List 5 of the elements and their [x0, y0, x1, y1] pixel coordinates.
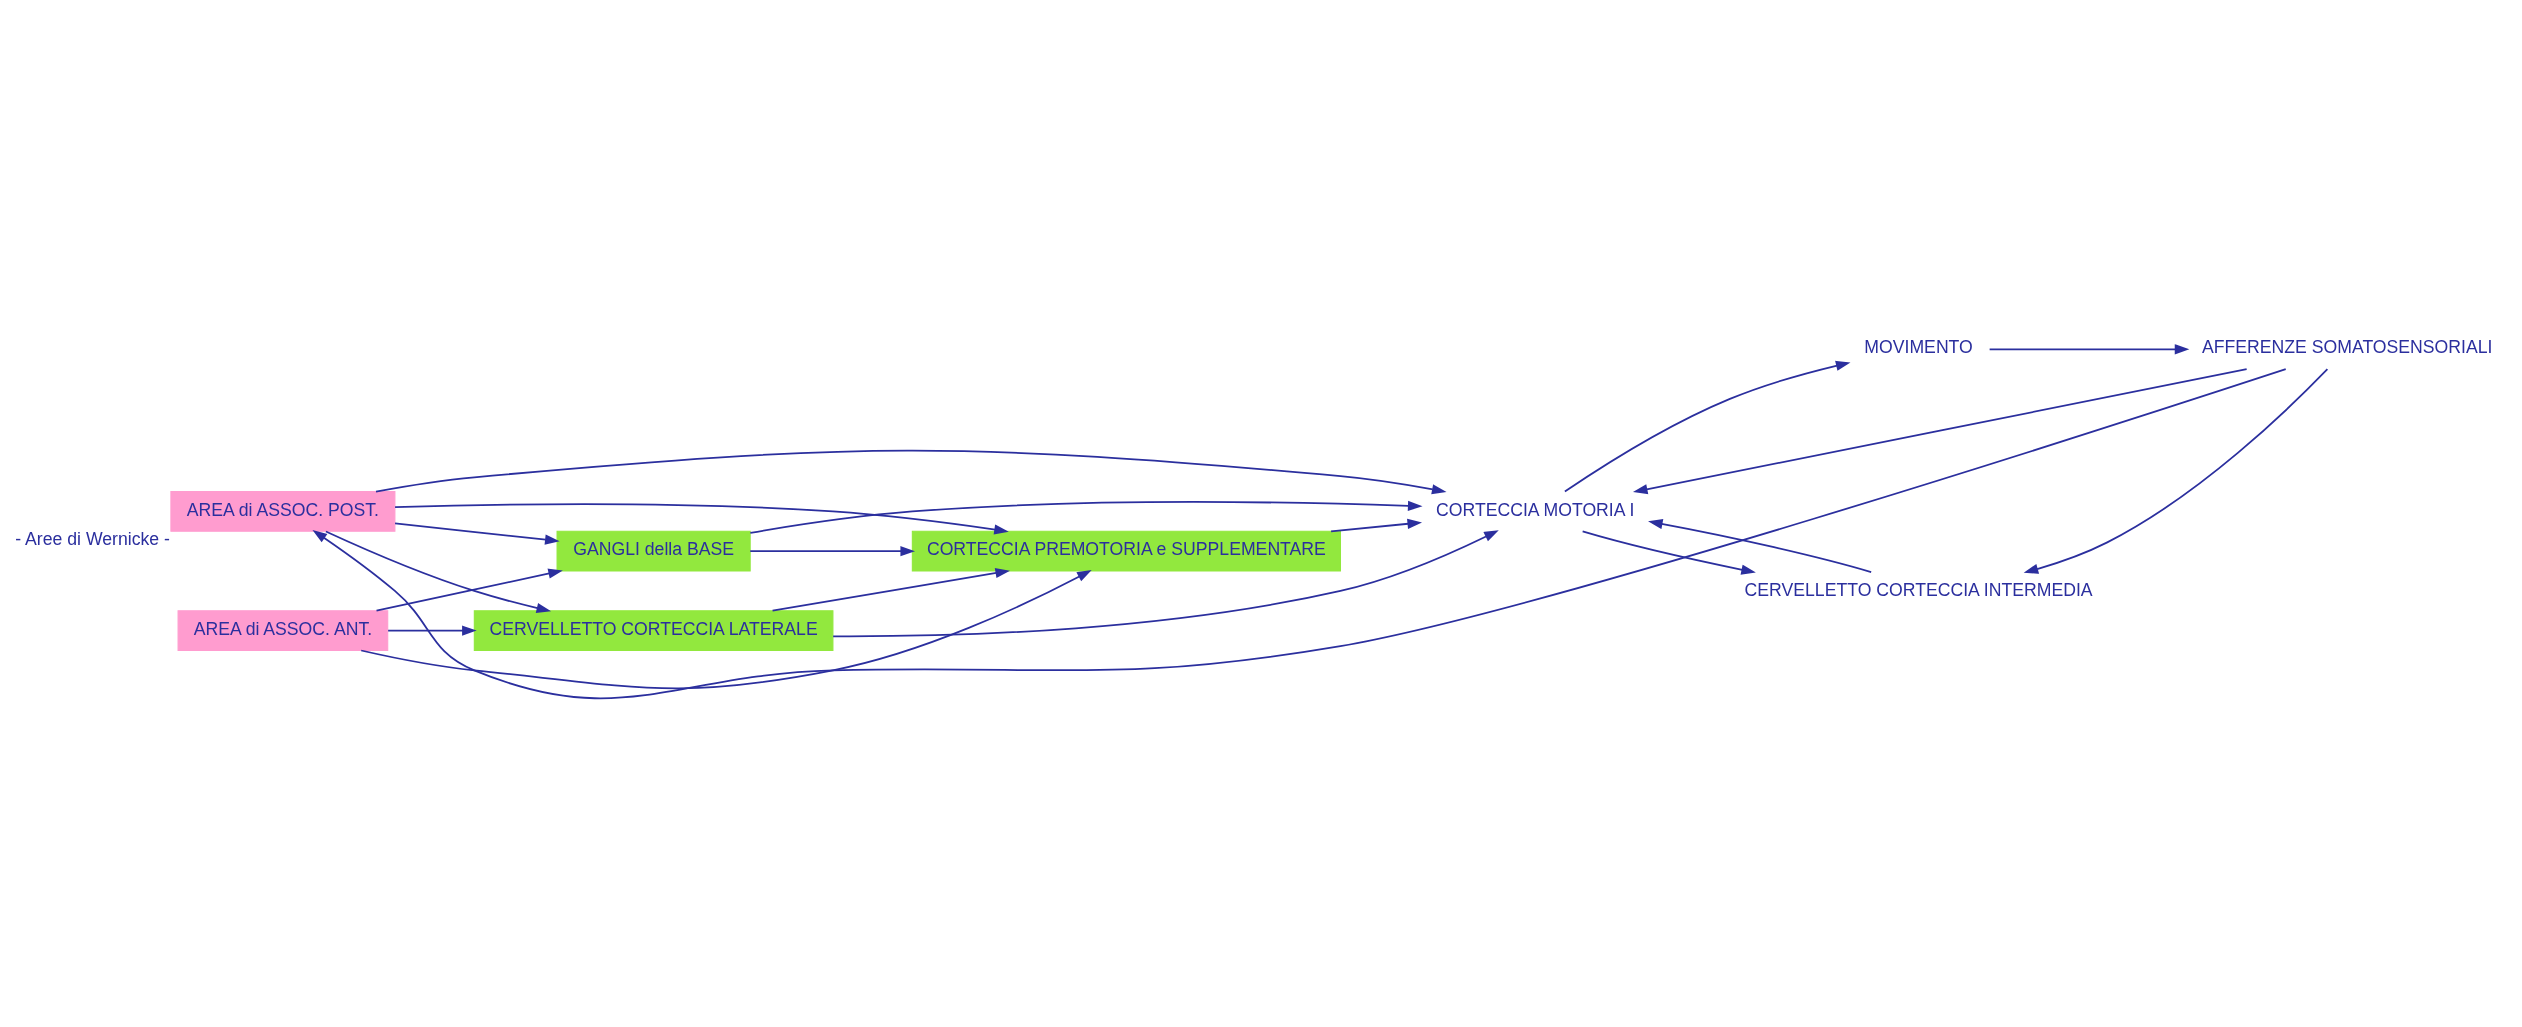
node-text: MOVIMENTO	[1864, 336, 1973, 357]
node-text: CERVELLETTO CORTECCIA INTERMEDIA	[1744, 579, 2093, 600]
node-text: AFFERENZE SOMATOSENSORIALI	[2201, 336, 2493, 357]
node-text: CORTECCIA MOTORIA I	[1436, 499, 1635, 520]
node-label: - Aree di Wernicke -	[15, 528, 170, 549]
